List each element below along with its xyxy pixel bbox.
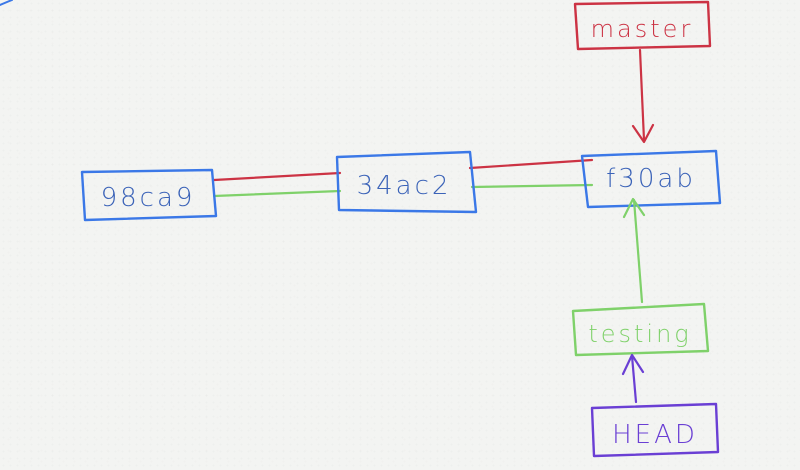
head-arrow-head (621, 353, 645, 376)
master-line-34ac2-f30ab (468, 158, 594, 170)
testing-branch-lines (212, 183, 594, 198)
commit-f30ab-box (580, 149, 722, 209)
commit-f30ab: f30ab (580, 149, 722, 209)
head-pointer: HEAD (590, 353, 720, 458)
master-line-98ca9-34ac2 (212, 171, 342, 182)
branch-master: master (573, 0, 712, 144)
head-box (590, 402, 720, 458)
master-branch-lines (212, 158, 594, 182)
commit-34ac2-label: 34ac2 (357, 171, 452, 201)
commit-98ca9-label: 98ca9 (101, 183, 196, 213)
branch-master-box (573, 0, 712, 51)
commit-98ca9: 98ca9 (80, 168, 218, 222)
commit-f30ab-label: f30ab (606, 164, 696, 194)
testing-arrow-shaft (632, 198, 644, 304)
branch-testing-box (571, 302, 710, 357)
head-label: HEAD (612, 420, 698, 450)
commit-34ac2: 34ac2 (335, 150, 478, 214)
master-arrow-shaft (638, 48, 646, 142)
stray-pen-mark (0, 0, 13, 6)
testing-line-34ac2-f30ab (470, 183, 594, 189)
branch-testing: testing (571, 197, 710, 357)
branch-testing-label: testing (588, 320, 691, 348)
branch-master-label: master (591, 15, 694, 43)
master-arrow-head (631, 123, 655, 144)
testing-line-98ca9-34ac2 (212, 189, 342, 198)
commit-98ca9-box (80, 168, 218, 222)
testing-arrow-head (622, 197, 646, 219)
commit-34ac2-box (335, 150, 478, 214)
head-arrow-shaft (630, 354, 638, 404)
